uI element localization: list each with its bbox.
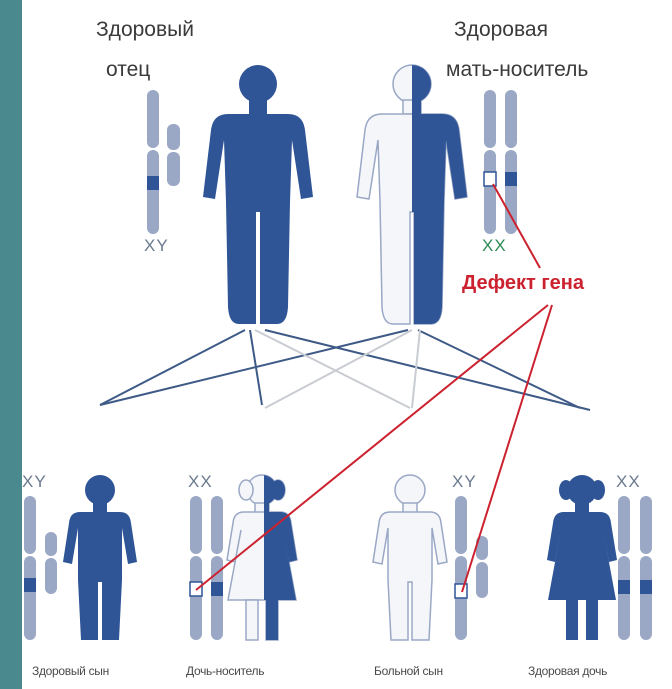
- father-figure: [203, 65, 313, 324]
- inheritance-lines-light: [255, 330, 420, 408]
- child3-chromosome-label: XY: [452, 472, 477, 492]
- child3-label: Больной сын: [374, 664, 443, 678]
- child3-figure: [373, 475, 447, 640]
- child1-chromosome-label: XY: [22, 472, 47, 492]
- mother-label-line1: Здоровая: [454, 18, 548, 42]
- child4-chromosome-label: XX: [616, 472, 641, 492]
- child1-label: Здоровый сын: [32, 664, 109, 678]
- father-label-line2: отец: [106, 58, 150, 82]
- mother-chromosome-label: XX: [482, 236, 507, 256]
- child2-label: Дочь-носитель: [186, 664, 264, 678]
- father-chromosome-label: XY: [144, 236, 169, 256]
- father-chromosomes: [147, 90, 180, 234]
- child2-chromosomes: [190, 496, 223, 640]
- line-mother-daughter1: [265, 330, 412, 408]
- child4-figure: [547, 475, 617, 640]
- father-label-line1: Здоровый: [96, 18, 194, 42]
- defect-label: Дефект гена: [462, 272, 584, 295]
- mother-label-line2: мать-носитель: [446, 58, 588, 82]
- mother-chromosomes: [484, 90, 517, 234]
- defect-line-son: [462, 305, 552, 592]
- defect-line-daughter: [196, 305, 548, 590]
- line-mother-son1: [100, 330, 408, 405]
- child4-chromosomes: [618, 496, 652, 640]
- child1-figure: [63, 475, 137, 640]
- child4-label: Здоровая дочь: [528, 664, 607, 678]
- inheritance-lines: [100, 330, 590, 410]
- child1-chromosomes: [24, 496, 57, 640]
- child3-chromosomes: [455, 496, 488, 640]
- line-mother-daughter2: [418, 330, 580, 408]
- line-mother-son2: [412, 330, 420, 408]
- line-father-son2: [255, 330, 410, 408]
- line-father-son1: [100, 330, 245, 405]
- child2-chromosome-label: XX: [188, 472, 213, 492]
